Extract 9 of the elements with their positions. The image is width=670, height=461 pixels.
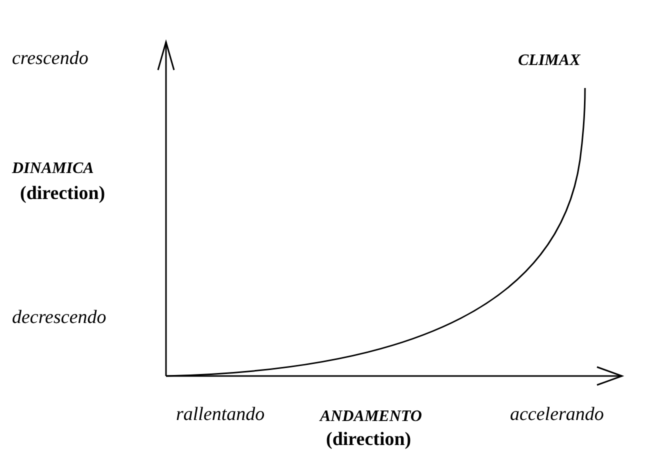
axis-subtitle: (direction)	[326, 429, 412, 451]
axis-end-label: crescendo	[12, 48, 88, 70]
axis-end-label: accelerando	[510, 404, 604, 426]
axis-title: DINAMICA	[12, 160, 94, 178]
axis-start-label: decrescendo	[12, 307, 106, 329]
axis-title: ANDAMENTO	[320, 408, 422, 426]
axis-subtitle: (direction)	[20, 183, 106, 205]
axis-start-label: rallentando	[176, 404, 265, 426]
curve-end-label: CLIMAX	[518, 52, 580, 70]
